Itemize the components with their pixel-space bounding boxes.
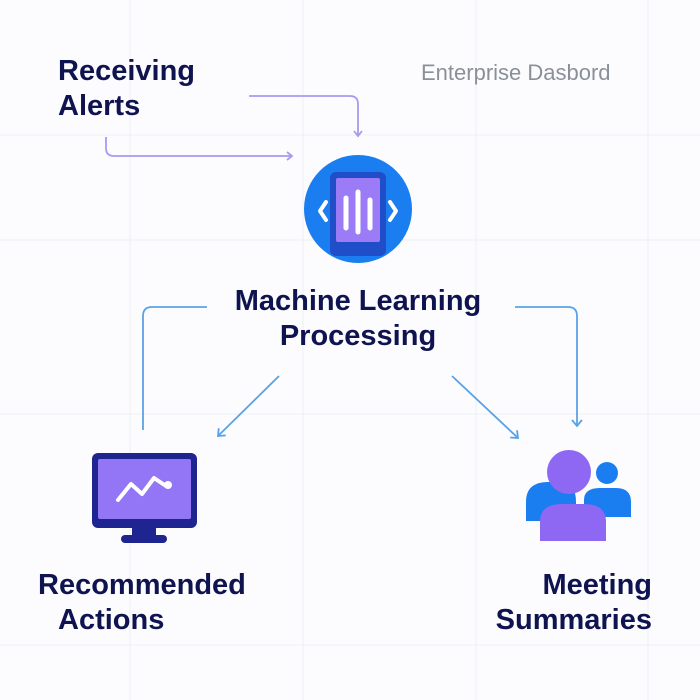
node-ml-processing-label: Machine Learning Processing <box>210 284 506 354</box>
meeting-summaries-line1: Meeting <box>542 569 652 601</box>
ml-processing-line1: Machine Learning <box>234 285 482 317</box>
node-recommended-actions-label: Recommended Actions <box>38 568 246 638</box>
node-receiving-alerts-label: Receiving Alerts <box>58 54 195 124</box>
arrow-ml-to-actions <box>216 375 280 437</box>
receiving-alerts-line1: Receiving <box>58 55 195 87</box>
ml-processing-line2: Processing <box>279 319 437 352</box>
connector-ml-left-bracket <box>142 306 207 430</box>
arrow-ml-to-summaries <box>451 375 520 439</box>
receiving-alerts-line2: Alerts <box>58 89 141 122</box>
arrow-alerts-to-ml-top <box>249 95 363 138</box>
meeting-summaries-line2: Summaries <box>495 603 652 636</box>
node-meeting-summaries-label: Meeting Summaries <box>440 568 652 638</box>
arrow-alerts-to-ml-bottom <box>105 137 294 161</box>
brand-title: Enterprise Dasbord <box>421 60 611 85</box>
arrow-ml-right-bracket <box>515 306 583 428</box>
recommended-actions-line2: Actions <box>58 603 165 636</box>
recommended-actions-line1: Recommended <box>38 569 246 601</box>
